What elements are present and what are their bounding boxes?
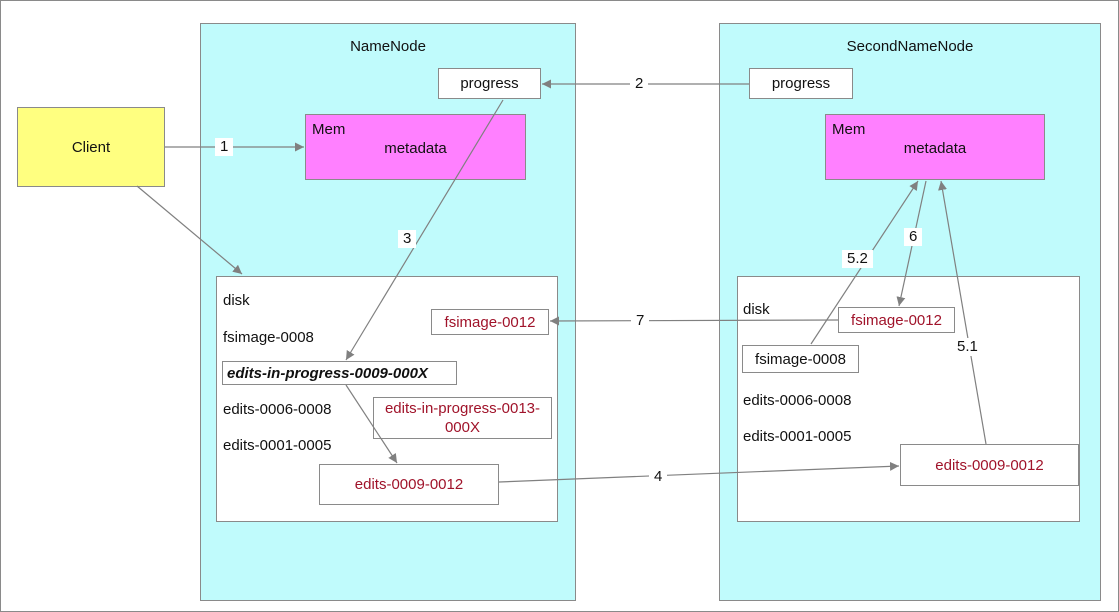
- step-label-6: 6: [904, 228, 923, 246]
- namenode-progress-box: progress: [438, 68, 541, 99]
- secondary-namenode-title: SecondNameNode: [846, 38, 974, 55]
- secondary-mem-label: Mem: [832, 121, 866, 138]
- secondary-edits-a: edits-0006-0008: [743, 392, 852, 409]
- secondary-disk-label: disk: [743, 301, 770, 318]
- namenode-edits-rolled-box: edits-0009-0012: [319, 464, 499, 505]
- arrow-step-5-1: [938, 180, 987, 445]
- namenode-mem-label: Mem: [312, 121, 346, 138]
- namenode-mem-box: Mem metadata: [305, 114, 526, 180]
- arrow-roll-edits: [345, 384, 398, 464]
- namenode-edits-in-progress-label: edits-in-progress-0009-000X: [227, 364, 428, 382]
- step-label-7: 7: [631, 312, 650, 330]
- secondary-fsimage-old-label: fsimage-0008: [755, 350, 846, 368]
- secondary-metadata-label: metadata: [903, 140, 967, 157]
- namenode-fsimage-new-label: fsimage-0012: [444, 313, 536, 331]
- secondary-fsimage-old-box: fsimage-0008: [742, 345, 859, 373]
- namenode-edits-in-progress-box: edits-in-progress-0009-000X: [222, 361, 457, 385]
- secondary-edits-b: edits-0001-0005: [743, 428, 852, 445]
- secondary-progress-label: progress: [771, 75, 831, 92]
- arrow-step-3: [345, 99, 504, 361]
- namenode-edits-new-in-progress-label: edits-in-progress-0013-000X: [384, 400, 541, 436]
- namenode-disk-label: disk: [223, 292, 250, 309]
- namenode-edits-new-in-progress-box: edits-in-progress-0013-000X: [373, 397, 552, 439]
- step-label-1: 1: [215, 138, 234, 156]
- namenode-progress-label: progress: [460, 75, 519, 92]
- client-label: Client: [71, 138, 111, 156]
- step-label-5-2: 5.2: [842, 250, 873, 268]
- client-box: Client: [17, 107, 165, 187]
- namenode-edits-b: edits-0001-0005: [223, 437, 332, 454]
- secondary-edits-copied-box: edits-0009-0012: [900, 444, 1079, 486]
- namenode-fsimage-old: fsimage-0008: [223, 329, 314, 346]
- arrow-client-to-disk: [136, 185, 243, 275]
- secondary-edits-copied-label: edits-0009-0012: [935, 456, 1044, 474]
- step-label-2: 2: [630, 75, 649, 93]
- namenode-metadata-label: metadata: [384, 140, 447, 157]
- secondary-mem-box: Mem metadata: [825, 114, 1045, 180]
- secondary-fsimage-new-label: fsimage-0012: [851, 311, 942, 329]
- arrow-step-4: [498, 461, 900, 483]
- namenode-edits-rolled-label: edits-0009-0012: [354, 476, 464, 493]
- step-label-4: 4: [649, 468, 668, 486]
- secondary-fsimage-new-box: fsimage-0012: [838, 307, 955, 333]
- step-label-3: 3: [398, 230, 417, 248]
- secondary-progress-box: progress: [749, 68, 853, 99]
- step-label-5-1: 5.1: [952, 338, 983, 356]
- arrow-step-7: [549, 316, 839, 326]
- namenode-title: NameNode: [350, 38, 426, 55]
- namenode-edits-a: edits-0006-0008: [223, 401, 332, 418]
- namenode-fsimage-new-box: fsimage-0012: [431, 309, 549, 335]
